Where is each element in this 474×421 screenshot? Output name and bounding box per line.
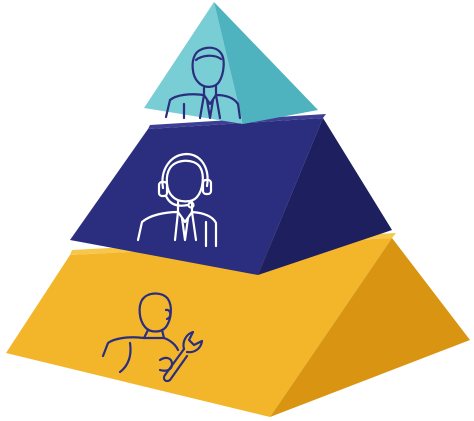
- tier-bottom-side: [270, 238, 470, 417]
- tier-bottom-front: [6, 238, 392, 417]
- tier-top: [144, 2, 318, 124]
- business-person-icon: [164, 46, 242, 120]
- tier-top-side: [214, 2, 318, 124]
- technician-wrench-icon: [101, 292, 204, 383]
- support-agent-headset-icon: [136, 152, 218, 248]
- tier-middle-side: [258, 118, 392, 275]
